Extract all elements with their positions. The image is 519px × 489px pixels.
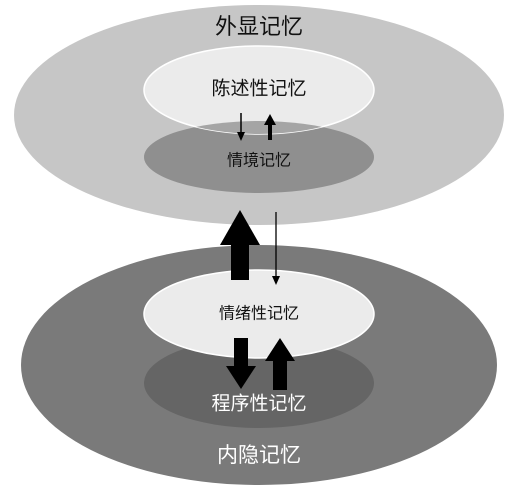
- explicit-memory-label: 外显记忆: [215, 15, 303, 40]
- explicit-to-implicit-arrow: [272, 212, 280, 285]
- emotional-memory-ellipse: [143, 269, 375, 359]
- implicit-memory-label: 内隐记忆: [217, 443, 301, 467]
- declarative-to-episodic-arrow: [237, 113, 245, 141]
- episodic-memory-ellipse: [144, 121, 374, 193]
- episodic-to-declarative-arrow: [264, 114, 276, 140]
- episodic-memory-label: 情境记忆: [227, 151, 291, 170]
- declarative-memory-label: 陈述性记忆: [211, 78, 306, 100]
- implicit-to-explicit-arrow: [220, 210, 260, 280]
- procedural-memory-label: 程序性记忆: [211, 393, 306, 415]
- emotional-memory-label: 情绪性记忆: [219, 304, 299, 323]
- procedural-memory-ellipse: [144, 338, 374, 428]
- procedural-to-emotional-arrow: [265, 338, 295, 390]
- emotional-to-procedural-arrow: [226, 338, 256, 389]
